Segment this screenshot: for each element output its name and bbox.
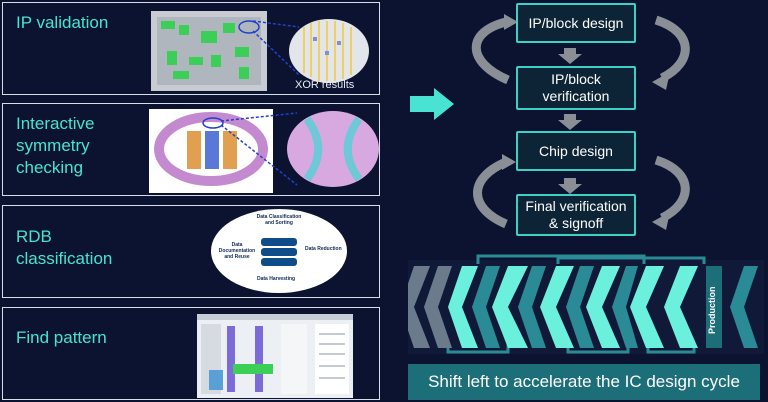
wheel-label-bottom: Data Harvesting [257,276,296,282]
symmetry-image [149,109,379,193]
panel-title: Interactive symmetry checking [16,114,95,177]
panel-find-pattern: Find pattern [2,307,380,400]
wheel-label-right: Data Reduction [305,246,342,252]
rdb-wheel: Data Classification and Sorting Data Red… [209,208,349,294]
rdb-wheel-image [211,209,347,293]
panel-rdb-classification: RDB classification Data Classification a… [2,205,380,298]
shift-left-chevrons [408,254,764,354]
panel-title: IP validation [16,13,109,32]
flow-step-ip-block-design: IP/block design [516,3,636,43]
ip-validation-thumbnail: XOR results [149,11,369,93]
panel-title: Find pattern [16,328,107,347]
find-pattern-image [197,314,353,398]
shift-left-banner: Shift left to accelerate the IC design c… [408,364,760,400]
flow-step-ip-block-verification: IP/block verification [516,66,636,110]
wheel-label-top: Data Classification and Sorting [256,214,302,226]
xor-results-label: XOR results [295,79,355,91]
production-label: Production [707,286,717,334]
symmetry-thumbnail [147,109,379,193]
right-arrow-icon [410,88,454,120]
panel-ip-validation: IP validation XOR results [2,2,380,95]
wheel-label-left: Data Documentation and Reuse [218,242,256,260]
ip-validation-image [151,11,369,91]
flow-step-chip-design: Chip design [516,131,636,171]
find-pattern-thumbnail [197,314,353,398]
flow-step-final-verification: Final verification & signoff [516,194,636,236]
panel-symmetry-checking: Interactive symmetry checking [2,103,380,196]
panel-title: RDB classification [16,227,113,268]
flow-arrows [471,14,690,230]
